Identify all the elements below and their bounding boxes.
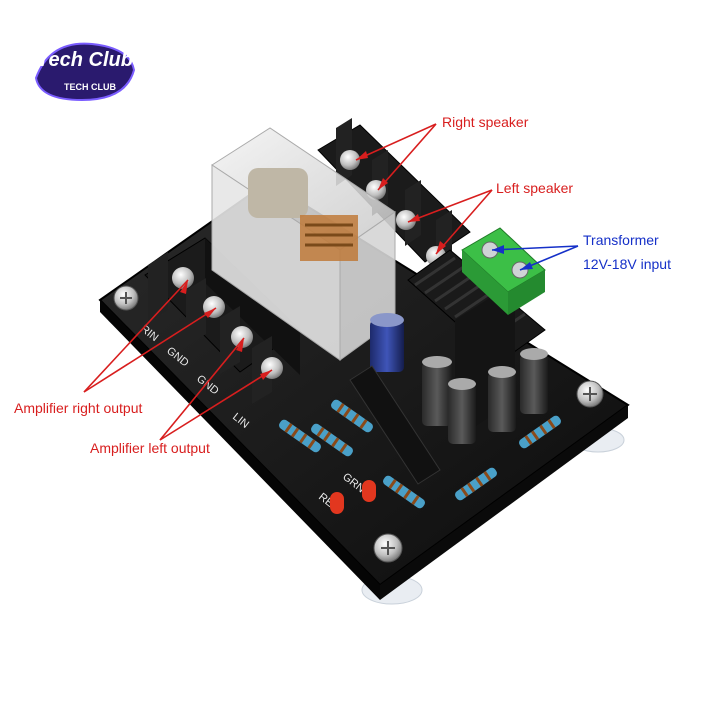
mounting-screws	[113, 285, 604, 563]
logo-sub-text: TECH CLUB	[64, 82, 116, 92]
red-arrowheads	[180, 151, 446, 380]
label-amplifier-left-output: Amplifier left output	[90, 440, 210, 456]
label-transformer: Transformer	[583, 232, 659, 248]
blue-arrowheads	[492, 245, 533, 270]
label-transformer-voltage: 12V-18V input	[583, 256, 671, 272]
label-right-speaker: Right speaker	[442, 114, 529, 130]
logo-main-text: Tech Club	[37, 49, 133, 71]
label-left-speaker: Left speaker	[496, 180, 574, 196]
ic-chip	[349, 365, 441, 485]
brand-logo: Tech Club TECH CLUB	[30, 30, 140, 110]
red-callout-arrows	[83, 123, 493, 441]
resistors	[279, 399, 561, 509]
label-amplifier-right-output: Amplifier right output	[14, 400, 143, 416]
status-leds	[330, 480, 376, 514]
transformer-input-terminal	[461, 227, 546, 315]
capacitors	[370, 313, 548, 444]
